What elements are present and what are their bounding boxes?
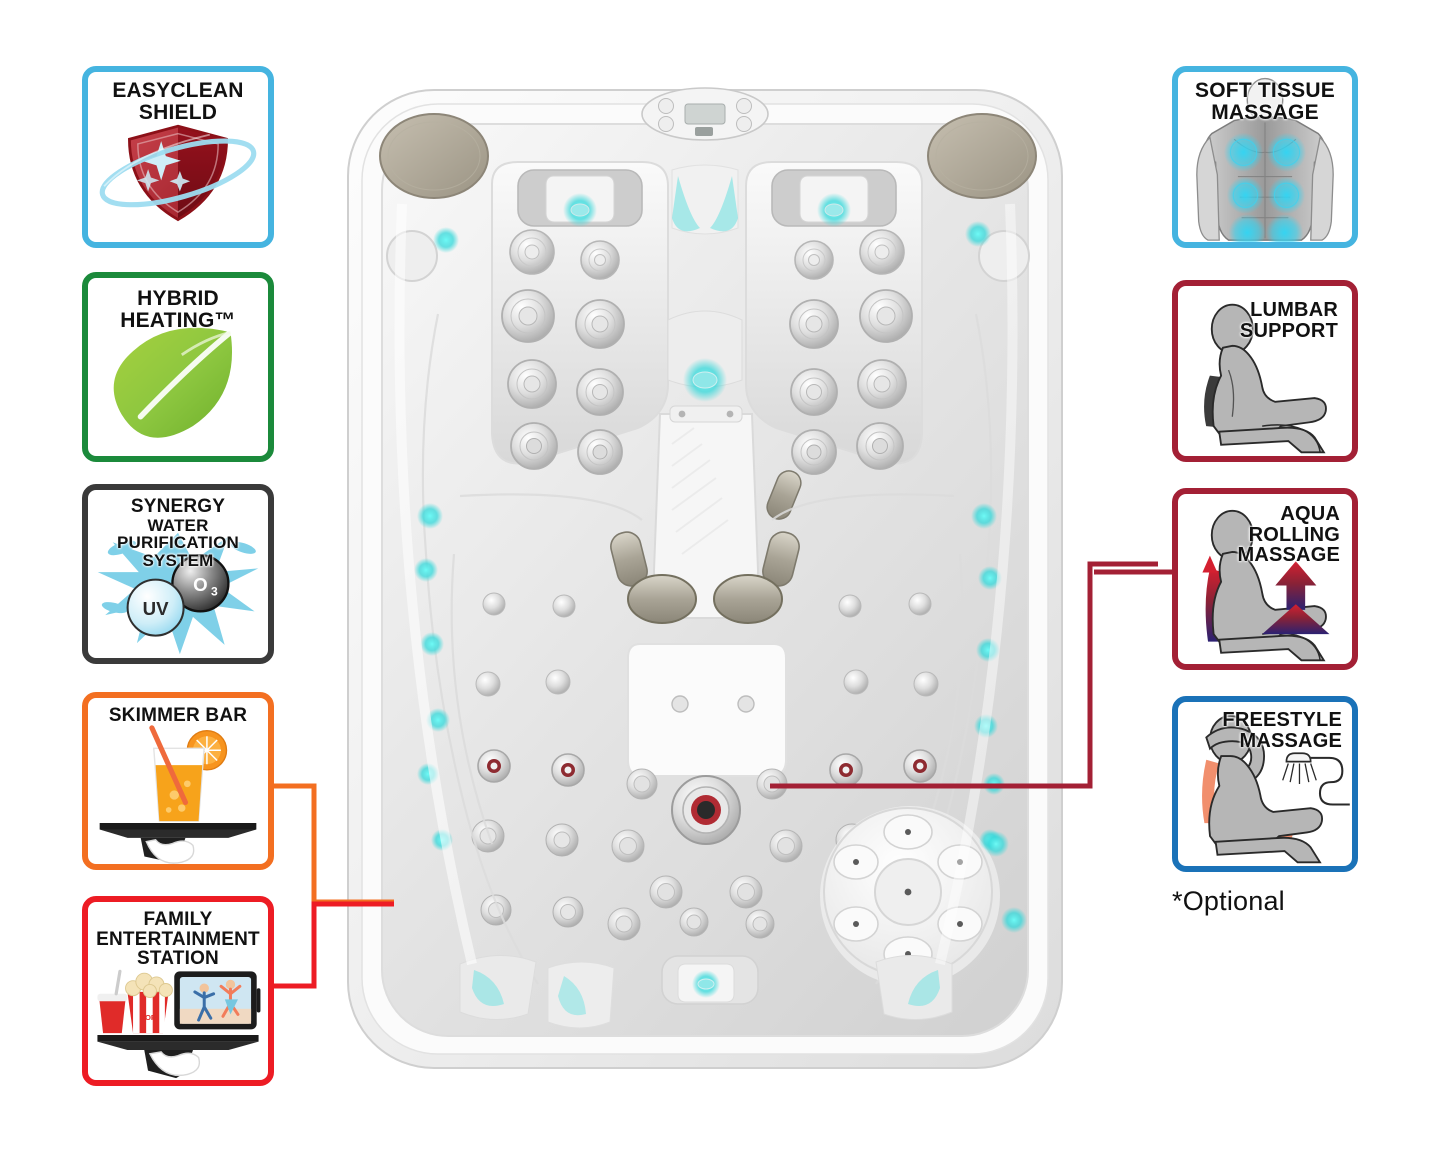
badge-synergy-water-purification[interactable]: O 3 UV SYNERGY WATER PURIFICATION SYSTEM [82,484,274,664]
badge-title: AQUA ROLLING MASSAGE [1237,503,1340,567]
led-accent-points [414,221,1027,933]
badge-freestyle-massage[interactable]: FREESTYLE MASSAGE [1172,696,1358,872]
roller-disc-right [713,574,783,624]
seated-figure-hose-wand-icon [1178,702,1352,866]
shield-sparkle-orbit-icon [88,72,268,242]
popcorn-tablet-tray-icon: POP [88,902,268,1080]
tub-lounge-seat [610,310,802,777]
badge-title: FAMILY ENTERTAINMENT STATION [96,909,260,970]
badge-title: HYBRID HEATING™ [120,287,236,332]
tub-footwell [611,768,803,909]
drink-tray-icon [88,698,268,864]
svg-text:O: O [193,574,208,595]
center-top-contour [671,164,739,235]
badge-title: LUMBAR SUPPORT [1239,299,1338,342]
cup-holder-left [386,230,438,282]
aqua-rolling-connector [1090,562,1180,582]
badge-title: SOFT TISSUE MASSAGE [1195,79,1335,124]
rotating-jet-ring [820,806,1000,986]
knurled-bar-right [762,470,802,587]
uv-ozone-splash-icon: O 3 UV [88,490,268,658]
family-entertainment-connector [268,896,398,996]
badge-soft-tissue-massage[interactable]: SOFT TISSUE MASSAGE [1172,66,1358,248]
jet-cluster-upper-right [789,229,913,475]
freestyle-connector [766,556,1162,794]
topside-control-panel [641,87,769,141]
seated-figure-rolling-arrow-icon [1178,494,1352,664]
torso-jet-zones-icon [1178,72,1352,242]
badge-family-entertainment-station[interactable]: POP FAMILY ENTERTAINMENT STATION [82,896,274,1086]
badge-skimmer-bar[interactable]: SKIMMER BAR [82,692,274,870]
footwell-bottom-contour [459,907,953,1029]
badge-aqua-rolling-massage[interactable]: AQUA ROLLING MASSAGE [1172,488,1358,670]
badge-title: FREESTYLE MASSAGE [1222,709,1342,752]
roller-disc-left [627,574,697,624]
jet-cluster-upper-left [501,229,625,475]
svg-text:POP: POP [140,1013,156,1022]
badge-title: SKIMMER BAR [108,705,248,726]
jet-cluster-lower-left [471,592,585,928]
optional-note: *Optional [1172,886,1285,916]
cup-holder-right [978,230,1030,282]
badge-title: SYNERGY WATER PURIFICATION SYSTEM [116,496,240,570]
seated-figure-lumbar-icon [1178,286,1352,456]
svg-text:UV: UV [143,598,169,619]
badge-title: EASYCLEAN SHIELD [112,79,244,124]
badge-lumbar-support[interactable]: LUMBAR SUPPORT [1172,280,1358,462]
skimmer-bar-connector [268,778,398,914]
svg-text:3: 3 [211,584,218,598]
hot-tub-top-view [342,84,1068,1074]
green-leaf-icon [88,278,268,456]
badge-hybrid-heating[interactable]: HYBRID HEATING™ [82,272,274,462]
badge-easyclean-shield[interactable]: EASYCLEAN SHIELD [82,66,274,248]
headrest-pillow-left [379,113,489,199]
headrest-pillow-right [927,113,1037,199]
